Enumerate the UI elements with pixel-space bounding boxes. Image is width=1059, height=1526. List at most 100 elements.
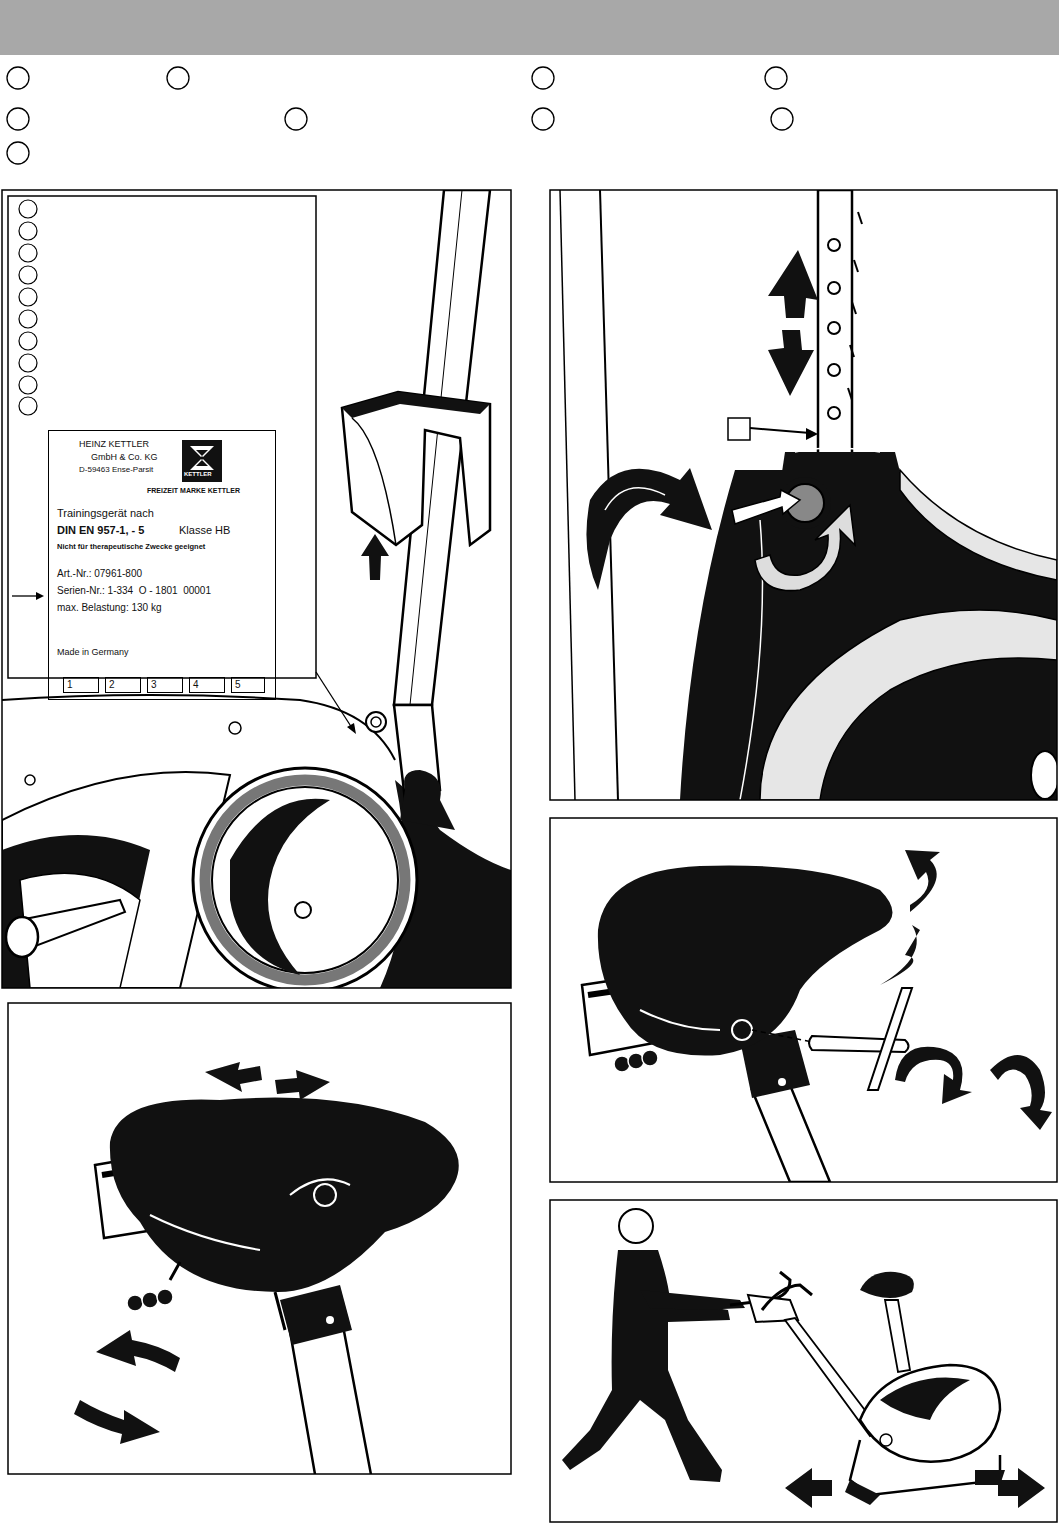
panel-frame — [2, 190, 511, 988]
plate-text: Serien-Nr.: 1-334 O - 1801 00001 — [57, 585, 211, 597]
illustration-part — [795, 448, 880, 452]
illustration-part — [347, 723, 356, 734]
illustration-part — [828, 364, 840, 376]
plate-text: HEINZ KETTLER — [79, 439, 149, 449]
illustration-part — [605, 488, 665, 510]
illustration-part — [110, 1098, 459, 1292]
illustration-part — [771, 108, 793, 130]
field-number: 2 — [109, 679, 115, 691]
illustration-part — [229, 722, 241, 734]
illustration-part — [640, 1290, 745, 1310]
illustration-part — [19, 200, 37, 218]
panel-frame — [550, 190, 1057, 800]
illustration-part — [7, 67, 29, 89]
illustration-part — [275, 1070, 330, 1100]
plate-text: DIN EN 957-1, - 5 — [57, 524, 144, 537]
illustration-part — [880, 1434, 892, 1446]
illustration-part — [127, 1289, 173, 1311]
illustration-part — [752, 1085, 830, 1182]
illustration-part — [7, 142, 29, 164]
panel-frame — [550, 818, 1057, 1182]
illustration-part — [768, 250, 818, 318]
illustration-part — [854, 260, 858, 272]
illustration-part — [860, 1365, 1000, 1462]
plate-text: FREIZEIT MARKE KETTLER — [147, 487, 240, 495]
illustration-part — [193, 768, 417, 988]
panel-seat-post — [2, 190, 511, 988]
illustration-part — [850, 345, 854, 357]
illustration-part — [96, 1330, 180, 1372]
field-number: 5 — [235, 679, 241, 691]
illustration-part — [19, 397, 37, 415]
illustration-part — [196, 450, 208, 466]
illustration-part — [614, 1050, 658, 1072]
illustration-part — [127, 1295, 143, 1311]
illustration-part — [326, 1316, 334, 1324]
field-box: 3 — [147, 677, 183, 693]
illustration-part — [640, 1010, 720, 1030]
illustration-part — [619, 1209, 653, 1243]
illustration-part — [755, 505, 855, 591]
panel-height-adjust — [560, 190, 1057, 800]
illustration-part — [19, 332, 37, 350]
panel-frame — [550, 1200, 1057, 1522]
illustration-part — [628, 1053, 644, 1069]
illustration-part — [167, 67, 189, 89]
plate-text: Art.-Nr.: 07961-800 — [57, 568, 142, 580]
illustration-part — [12, 595, 38, 596]
illustration-part — [785, 1468, 832, 1508]
field-number: 1 — [67, 679, 73, 691]
field-box: 2 — [105, 677, 141, 693]
illustration-part — [762, 1285, 812, 1310]
illustration-part — [768, 330, 814, 396]
field-number: 4 — [193, 679, 199, 691]
plate-text: GmbH & Co. KG — [91, 452, 158, 462]
illustration-part — [642, 1050, 658, 1066]
illustration-part — [342, 392, 490, 418]
illustration-part — [7, 108, 29, 130]
illustration-part — [19, 354, 37, 372]
panel-saddle-tilt — [582, 850, 1052, 1182]
illustration-part — [150, 1215, 260, 1250]
illustration-part — [828, 239, 840, 251]
illustration-part — [728, 418, 750, 440]
illustration-part — [752, 1030, 812, 1042]
illustration-part — [19, 200, 37, 415]
illustration-part — [361, 534, 389, 580]
illustration-part — [19, 266, 37, 284]
illustration-part — [6, 917, 38, 957]
illustration-part — [828, 282, 840, 294]
illustration-part — [19, 310, 37, 328]
field-box: 1 — [63, 677, 99, 693]
illustration-part — [342, 392, 490, 545]
illustration-part — [316, 672, 352, 728]
type-plate: HEINZ KETTLERGmbH & Co. KGD-59463 Ense-P… — [48, 430, 276, 700]
illustration-part — [19, 222, 37, 240]
illustration-part — [19, 288, 37, 306]
illustration-part — [371, 717, 381, 727]
illustration-part — [732, 1020, 752, 1040]
illustration-part — [905, 850, 940, 912]
illustration-part — [157, 1289, 173, 1305]
header-bar — [0, 0, 1059, 55]
illustration-part — [2, 695, 395, 760]
illustration-part — [845, 1480, 880, 1505]
illustration-part — [765, 67, 787, 89]
illustration-part — [2, 835, 150, 988]
illustration-part — [828, 322, 840, 334]
illustration-part — [74, 1400, 160, 1444]
illustration-part — [848, 388, 852, 400]
field-number: 3 — [151, 679, 157, 691]
illustration-part — [205, 780, 405, 980]
illustration-part — [852, 302, 856, 314]
illustration-part — [818, 190, 852, 460]
illustration-part — [352, 418, 396, 545]
plate-text: Trainingsgerät nach — [57, 507, 154, 520]
illustration-part — [8, 196, 316, 678]
illustration-part — [562, 1250, 730, 1482]
illustration-part — [230, 799, 330, 975]
illustration-part — [998, 1468, 1045, 1508]
illustration-part — [850, 1440, 1000, 1495]
plate-text: max. Belastung: 130 kg — [57, 602, 162, 614]
